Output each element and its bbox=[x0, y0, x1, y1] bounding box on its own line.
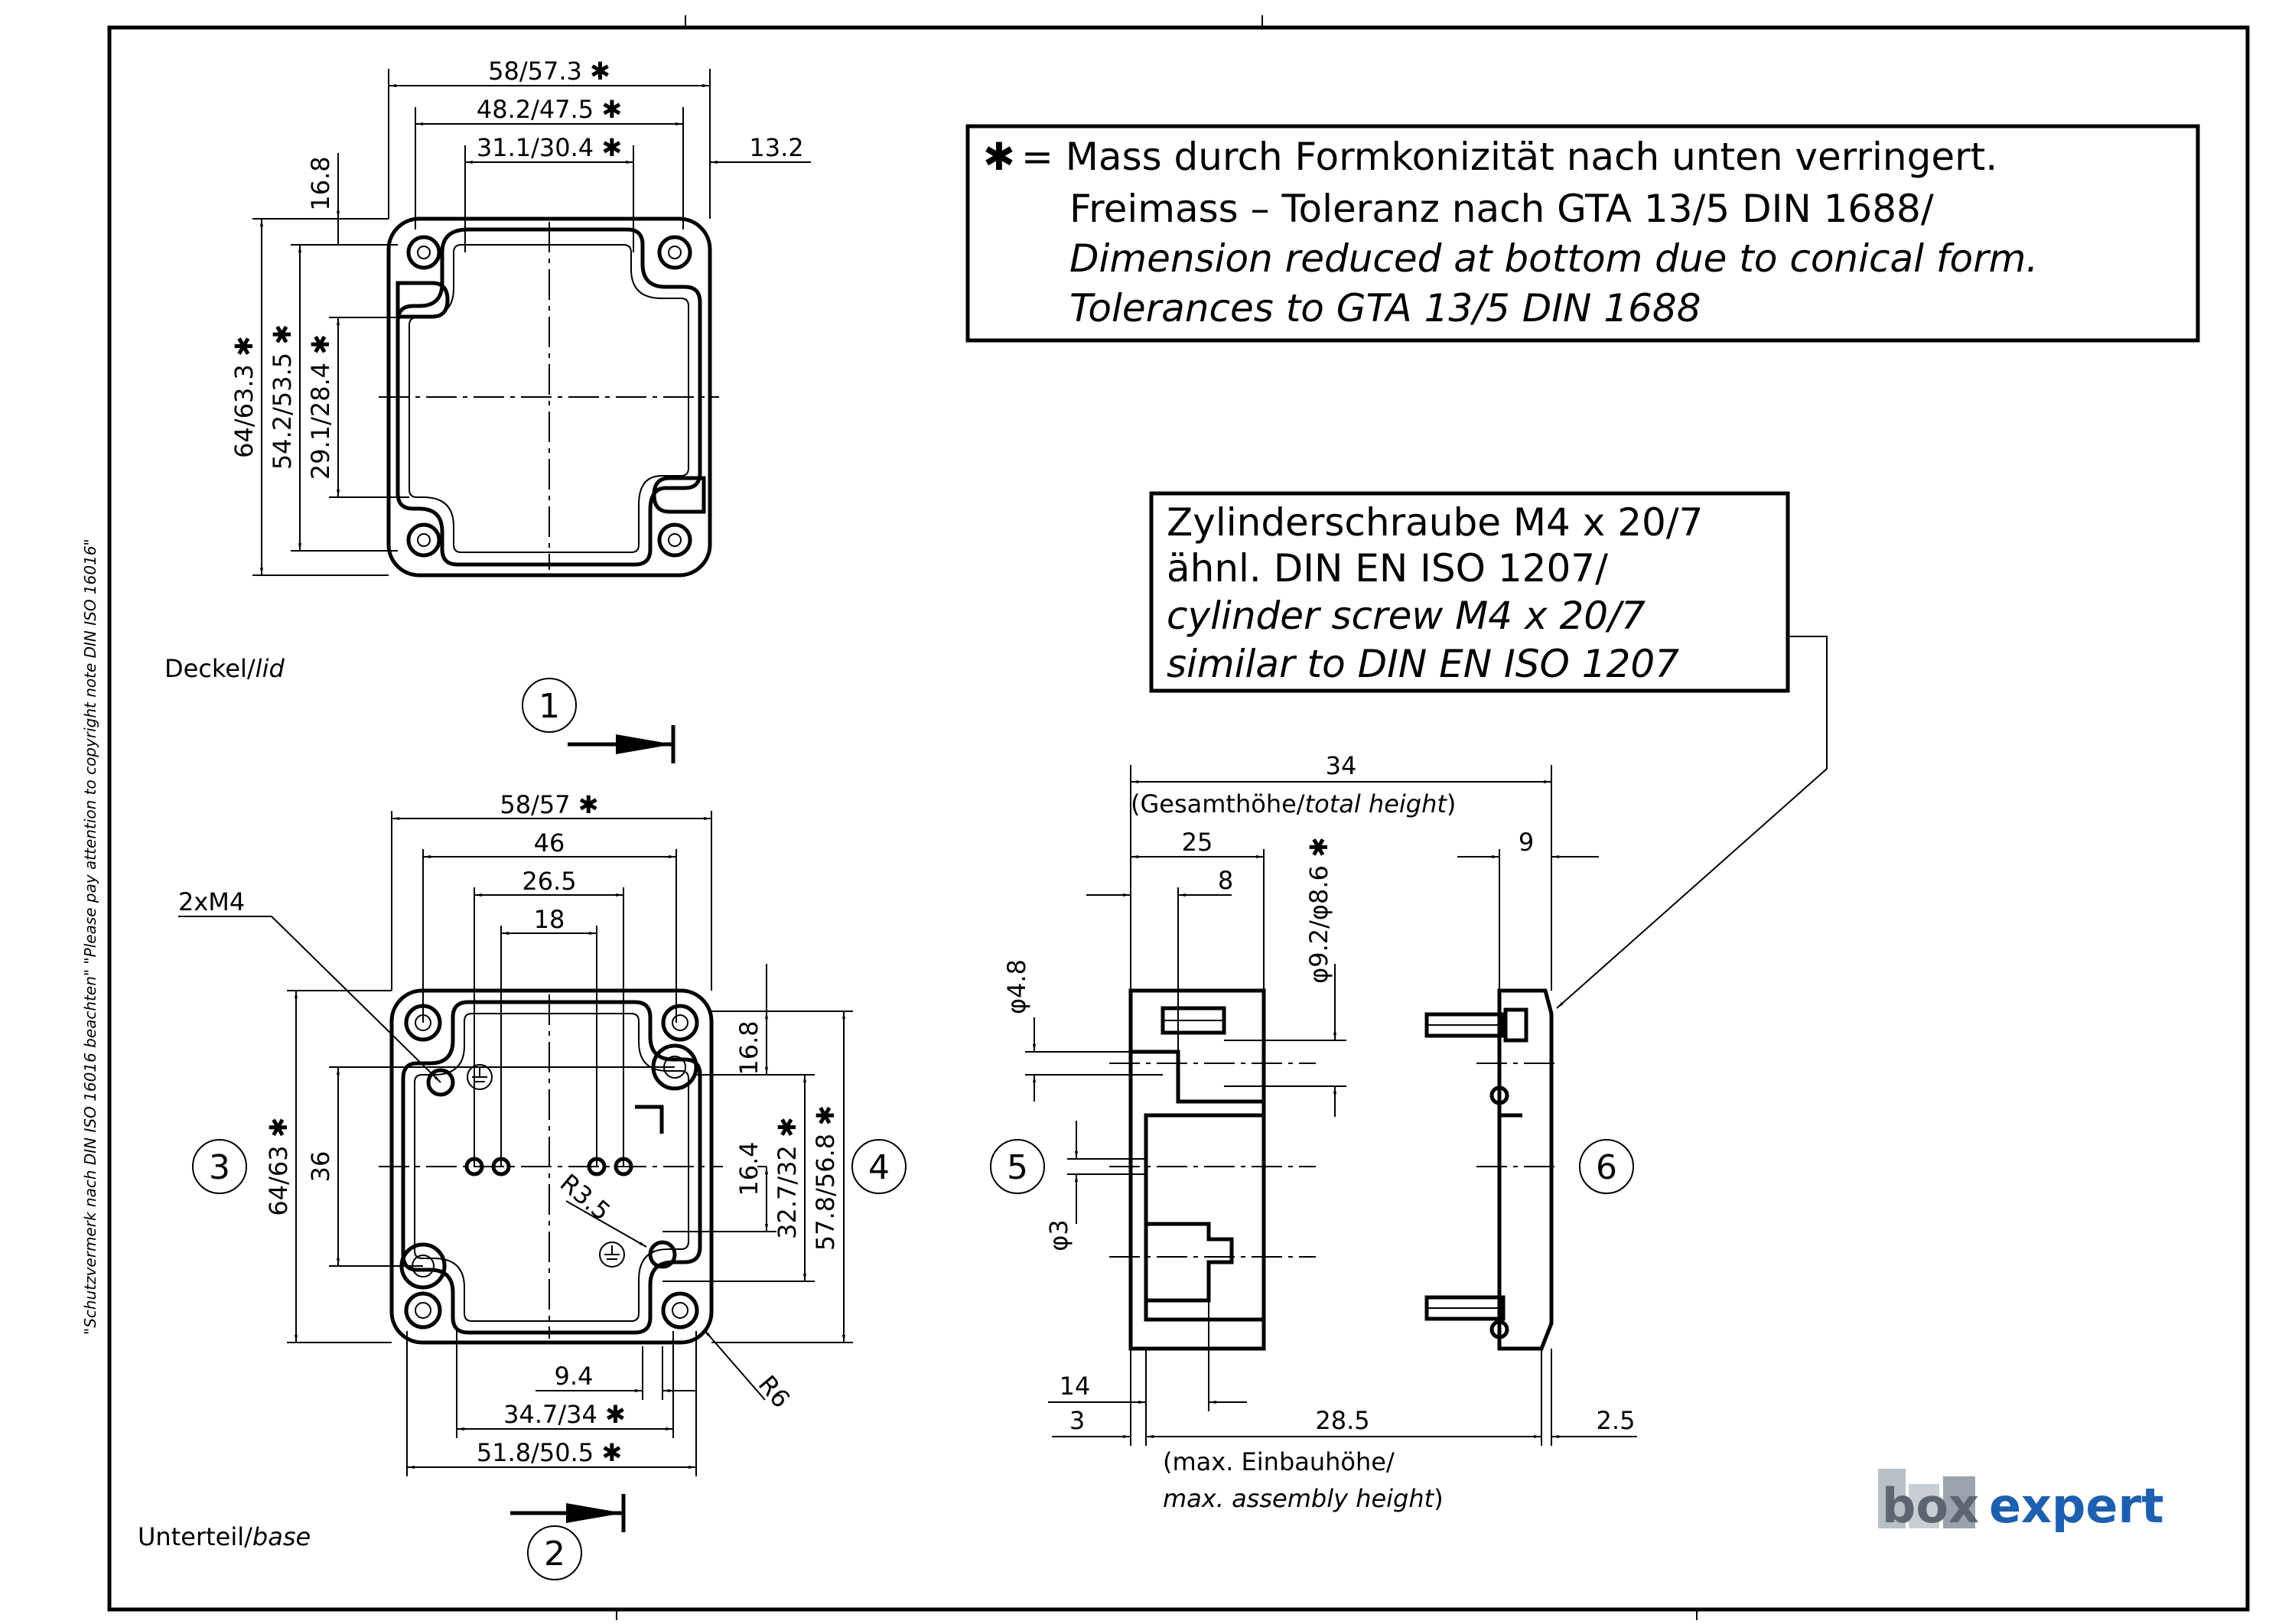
base-dim-r3-5: R3.5 bbox=[555, 1168, 616, 1226]
base-dim-26-5: 26.5 bbox=[522, 867, 576, 896]
side-dim-phi-4-8: φ4.8 bbox=[1002, 959, 1031, 1014]
legend-star: ✱ bbox=[983, 135, 1015, 179]
base-screws-label: 2xM4 bbox=[178, 887, 245, 916]
base-dim-34-7: 34.7/34 ✱ bbox=[503, 1400, 626, 1429]
base-dim-width-outer: 58/57 ✱ bbox=[500, 790, 598, 819]
side-dim-14: 14 bbox=[1060, 1372, 1091, 1401]
side-dim-8: 8 bbox=[1218, 866, 1233, 895]
base-view: 58/57 ✱ 46 26.5 18 2xM4 64/63 ✱ 36 57.8/… bbox=[138, 790, 853, 1551]
base-dim-9-4: 9.4 bbox=[555, 1362, 594, 1391]
svg-text:3: 3 bbox=[209, 1148, 230, 1187]
side-total-height: (Gesamthöhe/total height) bbox=[1131, 789, 1456, 819]
side-dim-phi-3: φ3 bbox=[1044, 1219, 1073, 1251]
svg-text:4: 4 bbox=[868, 1148, 890, 1187]
side-dim-2-5: 2.5 bbox=[1597, 1406, 1636, 1435]
drawing-frame bbox=[107, 25, 2250, 1612]
screw-line-1: Zylinderschraube M4 x 20/7 bbox=[1167, 500, 1704, 545]
legend-line-2: Freimass – Toleranz nach GTA 13/5 DIN 16… bbox=[1069, 187, 1934, 231]
logo-box: box bbox=[1882, 1478, 1979, 1534]
screw-note-box: Zylinderschraube M4 x 20/7 ähnl. DIN EN … bbox=[1149, 491, 1828, 1009]
side-assembly-en: max. assembly height) bbox=[1163, 1484, 1444, 1513]
screw-line-4: similar to DIN EN ISO 1207 bbox=[1167, 642, 1679, 686]
side-dim-9: 9 bbox=[1519, 828, 1534, 857]
view-1-marker: 1 bbox=[522, 678, 675, 763]
lid-view: 58/57.3 ✱ 48.2/47.5 ✱ 31.1/30.4 ✱ 13.2 6… bbox=[164, 57, 811, 683]
base-dim-36: 36 bbox=[306, 1151, 335, 1183]
lid-dim-height-mid: 54.2/53.5 ✱ bbox=[268, 324, 297, 470]
side-dim-34: 34 bbox=[1326, 751, 1357, 780]
base-label: Unterteil/base bbox=[138, 1522, 311, 1551]
svg-text:5: 5 bbox=[1007, 1148, 1028, 1187]
legend-line-3: Dimension reduced at bottom due to conic… bbox=[1069, 236, 2038, 281]
base-dim-height-outer: 64/63 ✱ bbox=[264, 1117, 293, 1216]
base-dim-51-8: 51.8/50.5 ✱ bbox=[477, 1438, 622, 1467]
base-dim-16-8: 16.8 bbox=[734, 1020, 763, 1075]
view-5-marker: 5 bbox=[990, 1139, 1045, 1194]
svg-text:1: 1 bbox=[539, 687, 560, 726]
lid-label: Deckel/lid bbox=[164, 654, 285, 683]
side-assembly-de: (max. Einbauhöhe/ bbox=[1163, 1447, 1395, 1476]
base-dim-32-7: 32.7/32 ✱ bbox=[773, 1117, 802, 1239]
screw-line-2: ähnl. DIN EN ISO 1207/ bbox=[1167, 546, 1608, 591]
copyright-note: "Schutzvermerk nach DIN ISO 16016 beacht… bbox=[81, 539, 99, 1335]
side-section-view: 34 (Gesamthöhe/total height) 25 8 9 φ9.2… bbox=[1002, 751, 1637, 1513]
side-dim-25: 25 bbox=[1182, 828, 1213, 857]
side-dim-3: 3 bbox=[1069, 1406, 1085, 1435]
svg-text:6: 6 bbox=[1596, 1148, 1617, 1187]
legend-line-1: = Mass durch Formkonizität nach unten ve… bbox=[1021, 135, 1997, 179]
logo-expert: expert bbox=[1989, 1478, 2164, 1534]
lid-dim-height-inner: 29.1/28.4 ✱ bbox=[306, 334, 335, 480]
screw-line-3: cylinder screw M4 x 20/7 bbox=[1167, 594, 1646, 638]
view-6-marker: 6 bbox=[1579, 1139, 1634, 1194]
base-dim-r6: R6 bbox=[753, 1370, 796, 1414]
lid-dim-top-offset: 16.8 bbox=[306, 156, 335, 210]
boxexpert-logo: box expert bbox=[1878, 1469, 2164, 1534]
side-dim-phi-9-2: φ9.2/φ8.6 ✱ bbox=[1304, 837, 1333, 984]
view-4-marker: 4 bbox=[851, 1139, 907, 1194]
legend-box: ✱ = Mass durch Formkonizität nach unten … bbox=[965, 124, 2200, 343]
lid-dim-width-outer: 58/57.3 ✱ bbox=[488, 57, 610, 86]
view-3-marker: 3 bbox=[192, 1139, 247, 1194]
lid-dim-edge: 13.2 bbox=[749, 133, 803, 162]
svg-text:2: 2 bbox=[544, 1535, 565, 1574]
base-dim-16-4: 16.4 bbox=[734, 1141, 763, 1196]
side-dim-28-5: 28.5 bbox=[1315, 1406, 1369, 1435]
lid-dim-width-inner: 31.1/30.4 ✱ bbox=[477, 133, 622, 162]
base-dim-18: 18 bbox=[534, 905, 565, 934]
base-dim-46: 46 bbox=[534, 828, 565, 858]
lid-dim-width-mid: 48.2/47.5 ✱ bbox=[477, 95, 622, 124]
lid-dim-height-outer: 64/63.3 ✱ bbox=[230, 336, 259, 458]
view-2-marker: 2 bbox=[510, 1494, 626, 1580]
base-dim-57-8: 57.8/56.8 ✱ bbox=[811, 1105, 840, 1251]
legend-line-4: Tolerances to GTA 13/5 DIN 1688 bbox=[1069, 286, 1701, 330]
